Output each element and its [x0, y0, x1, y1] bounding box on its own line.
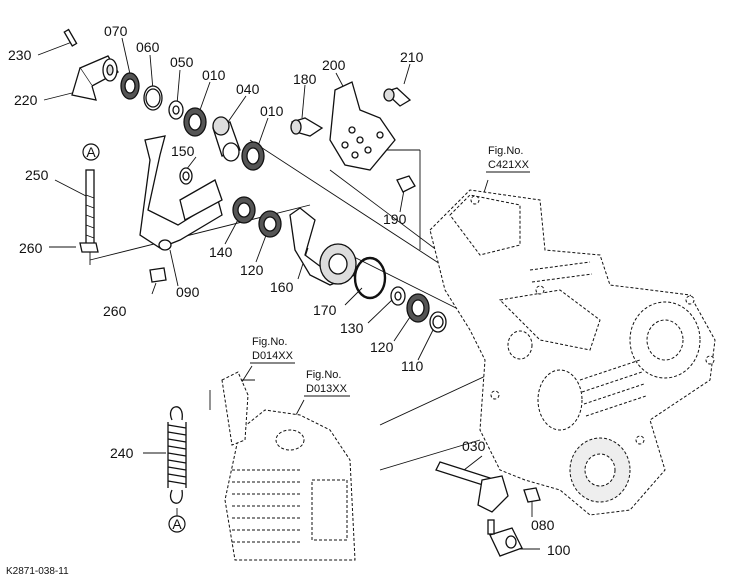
- part-label-110: 110: [401, 358, 424, 374]
- fig-ref-d013-line1: Fig.No.: [306, 369, 341, 381]
- part-label-010-second: 010: [260, 103, 284, 119]
- part-label-170: 170: [313, 302, 337, 318]
- fig-ref-d014: Fig.No. D014XX: [250, 336, 295, 364]
- part-label-200: 200: [322, 57, 346, 73]
- fig-ref-c421-line2: C421XX: [488, 159, 530, 171]
- part-label-250: 250: [25, 167, 49, 183]
- fig-ref-d013: Fig.No. D013XX: [304, 369, 350, 397]
- part-label-260-second: 260: [103, 303, 127, 319]
- part-label-080: 080: [531, 517, 555, 533]
- engine-housing: [221, 371, 356, 561]
- part-label-070: 070: [104, 23, 128, 39]
- part-label-030: 030: [462, 438, 486, 454]
- fig-ref-d014-line2: D014XX: [252, 350, 294, 362]
- part-label-120: 120: [240, 262, 264, 278]
- reference-marker-a-top: A: [82, 143, 100, 161]
- fig-ref-c421-line1: Fig.No.: [488, 145, 523, 157]
- part-label-010: 010: [202, 67, 226, 83]
- transmission-case-housing: [429, 189, 716, 516]
- part-label-050: 050: [170, 54, 194, 70]
- part-label-180: 180: [293, 71, 317, 87]
- part-label-160: 160: [270, 279, 294, 295]
- part-label-260: 260: [19, 240, 43, 256]
- part-label-220: 220: [14, 92, 38, 108]
- reference-marker-a-bottom: A: [168, 508, 186, 533]
- part-labels: 230 220 070 060 050 010 040 010 180 200 …: [8, 23, 571, 558]
- part-label-190: 190: [383, 211, 407, 227]
- part-label-040: 040: [236, 81, 260, 97]
- part-label-090: 090: [176, 284, 200, 300]
- part-label-100: 100: [547, 542, 571, 558]
- marker-a-top-text: A: [86, 144, 96, 160]
- drawing-code: K2871-038-11: [6, 566, 69, 577]
- fig-ref-d013-line2: D013XX: [306, 383, 348, 395]
- part-label-150: 150: [171, 143, 195, 159]
- fig-ref-c421: Fig.No. C421XX: [486, 145, 530, 173]
- part-label-130: 130: [340, 320, 364, 336]
- marker-a-bottom-text: A: [172, 516, 182, 532]
- part-label-210: 210: [400, 49, 424, 65]
- part-label-230: 230: [8, 47, 32, 63]
- parts: [63, 28, 541, 557]
- part-label-140: 140: [209, 244, 233, 260]
- part-label-240: 240: [110, 445, 134, 461]
- fig-ref-d014-line1: Fig.No.: [252, 336, 287, 348]
- part-label-120-second: 120: [370, 339, 394, 355]
- part-label-060: 060: [136, 39, 160, 55]
